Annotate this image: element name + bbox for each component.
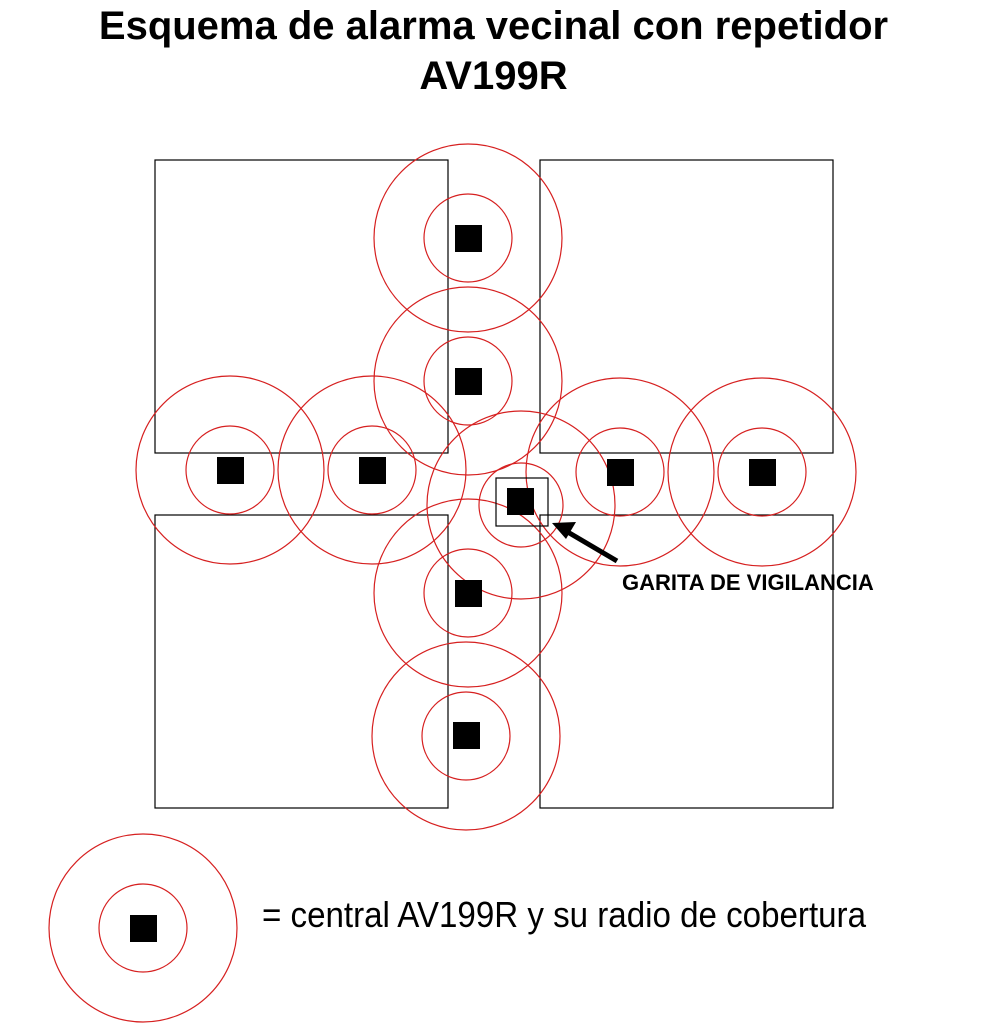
block-bottom-right [539, 514, 834, 809]
blocks [154, 159, 834, 809]
arrow-icon [552, 522, 619, 564]
filled-square-icon [359, 457, 386, 484]
coverage-outer-4 [277, 375, 467, 565]
filled-square-icon [217, 457, 244, 484]
legend-outer-circle [48, 833, 238, 1023]
alarm-units [217, 225, 776, 749]
diagram-title-line2: AV199R [419, 54, 568, 98]
coverage-outer-5 [525, 377, 715, 567]
coverage-outer-7 [426, 410, 616, 600]
diagram-title-line1: Esquema de alarma vecinal con repetidor [98, 4, 889, 48]
coverage-outer-9 [371, 641, 561, 831]
coverage-outer-3 [135, 375, 325, 565]
filled-square-icon [607, 459, 634, 486]
coverage-outer-2 [373, 286, 563, 476]
filled-square-icon [455, 580, 482, 607]
coverage-inner-6 [717, 427, 807, 517]
legend-text: = central AV199R y su radio de cobertura [262, 894, 867, 935]
block-top-left [154, 159, 449, 454]
legend: = central AV199R y su radio de cobertura [48, 833, 867, 1023]
filled-square-icon [455, 225, 482, 252]
filled-square-icon [749, 459, 776, 486]
guard-post-label: GARITA DE VIGILANCIA [622, 570, 874, 595]
filled-square-icon [130, 915, 157, 942]
coverage-inner-4 [327, 425, 417, 515]
block-top-right [539, 159, 834, 454]
coverage-inner-5 [575, 427, 665, 517]
coverage-outer-6 [667, 377, 857, 567]
coverage-inner-9 [421, 691, 511, 781]
coverage-inner-7 [478, 462, 564, 548]
coverage-outer-8 [373, 498, 563, 688]
guard-post-box [495, 477, 549, 527]
filled-square-icon [453, 722, 480, 749]
filled-square-icon [455, 368, 482, 395]
coverage-inner-1 [423, 193, 513, 283]
coverage-inner-3 [185, 425, 275, 515]
coverage-inner-2 [423, 336, 513, 426]
filled-square-icon [507, 488, 534, 515]
legend-inner-circle [98, 883, 188, 973]
coverage-circles [135, 143, 857, 831]
coverage-outer-1 [373, 143, 563, 333]
coverage-inner-8 [423, 548, 513, 638]
block-bottom-left [154, 514, 449, 809]
